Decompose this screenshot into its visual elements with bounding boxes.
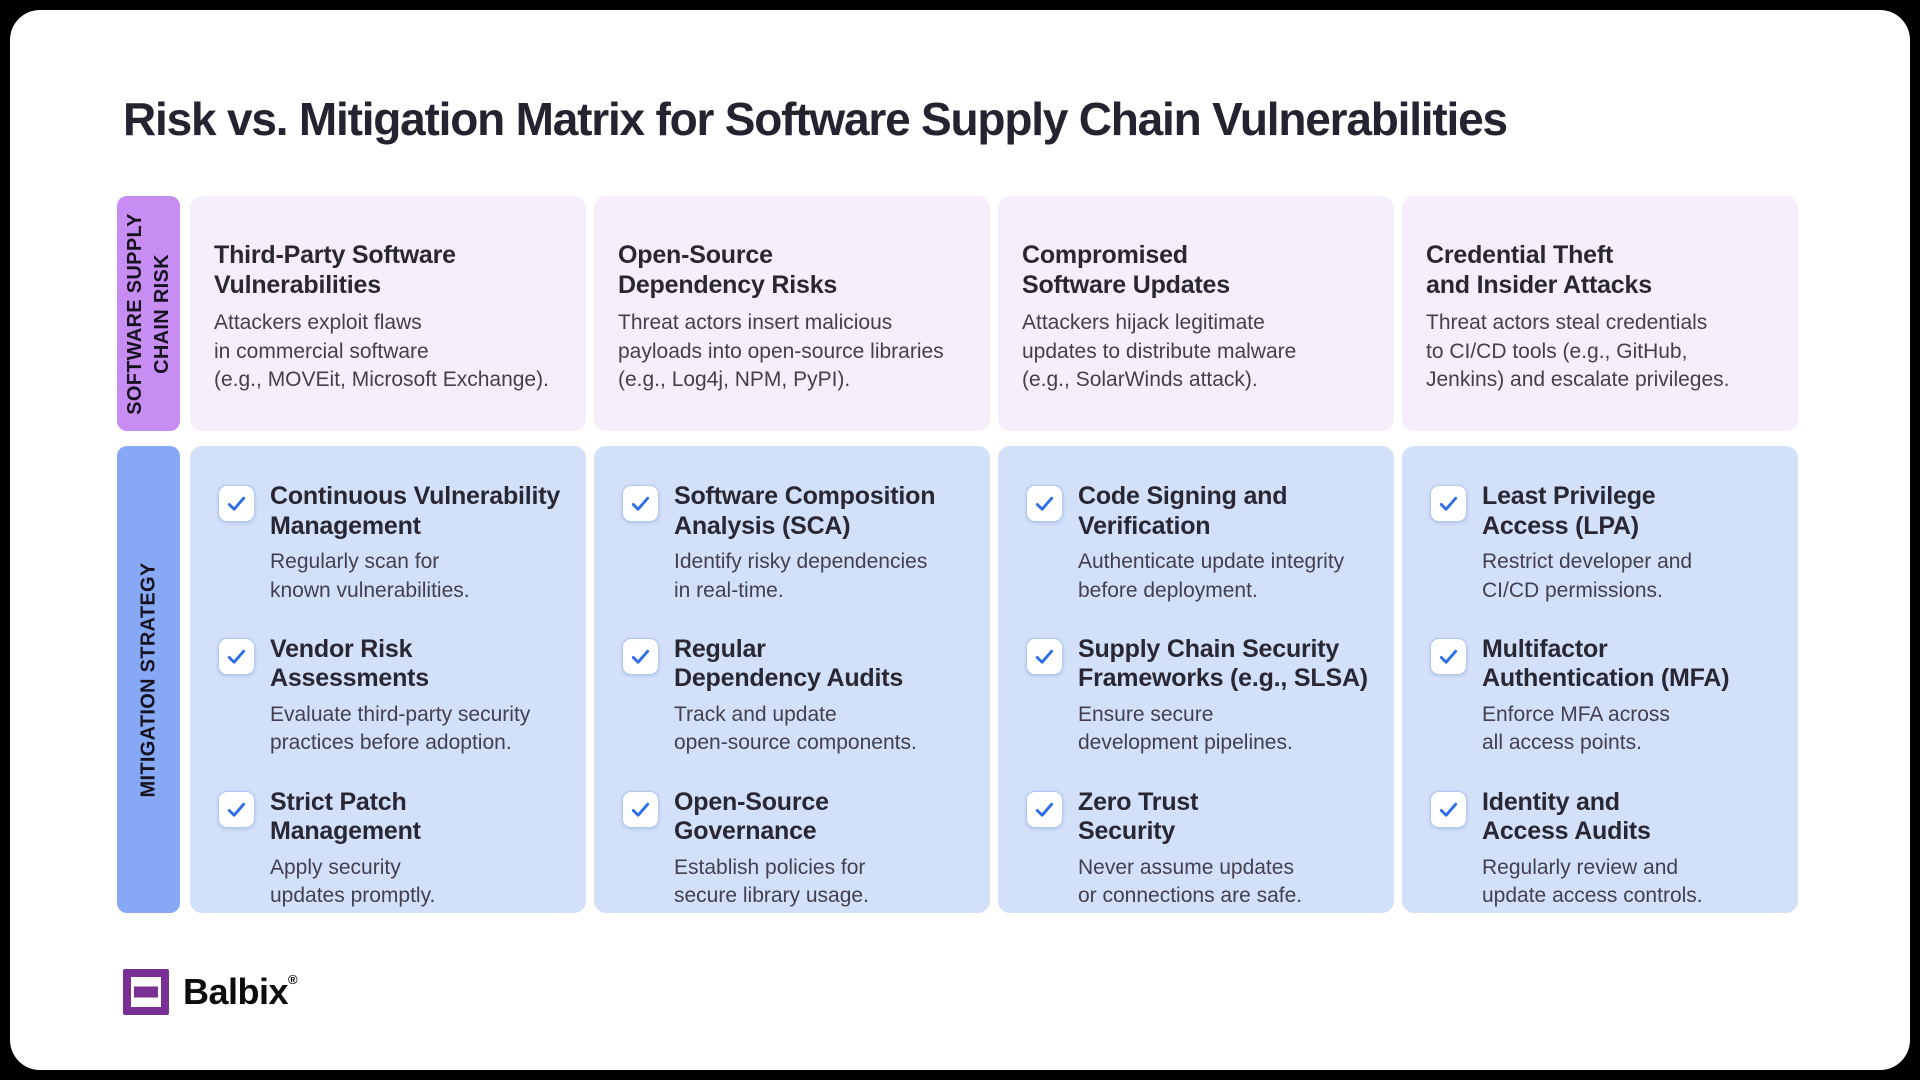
mitigation-item: Continuous Vulnerability Management Regu… bbox=[218, 482, 568, 605]
mitigation-item: Zero Trust Security Never assume updates… bbox=[1026, 788, 1376, 911]
mitigation-item-body: Evaluate third-party security practices … bbox=[270, 702, 531, 755]
checkbox[interactable] bbox=[1026, 485, 1063, 523]
footer: Balbix® bbox=[123, 969, 1805, 1016]
mitigation-item-body: Authenticate update integrity before dep… bbox=[1078, 550, 1345, 602]
mitigation-item-title: Least Privilege Access (LPA) bbox=[1482, 482, 1656, 540]
mitigation-item-body: Establish policies for secure library us… bbox=[674, 855, 869, 907]
risk-card-body: Threat actors insert malicious payloads … bbox=[618, 311, 944, 392]
mitigation-item: Regular Dependency Audits Track and upda… bbox=[622, 635, 972, 758]
risk-card-third-party: Third-Party Software Vulnerabilities Att… bbox=[190, 196, 586, 432]
mitigation-item: Code Signing and Verification Authentica… bbox=[1026, 482, 1376, 605]
mitigation-item: Software Composition Analysis (SCA) Iden… bbox=[622, 482, 972, 605]
check-icon bbox=[1035, 802, 1054, 817]
mitigation-item-title: Multifactor Authentication (MFA) bbox=[1482, 634, 1730, 693]
check-icon bbox=[227, 497, 246, 511]
risk-card-title: Compromised Software Updates bbox=[1022, 241, 1230, 299]
mitigation-item-title: Strict Patch Management bbox=[270, 787, 421, 846]
risk-card-title: Third-Party Software Vulnerabilities bbox=[214, 241, 456, 299]
mitigation-item-body: Track and update open-source components. bbox=[674, 702, 917, 755]
checkbox[interactable] bbox=[1430, 790, 1467, 828]
check-icon bbox=[1035, 497, 1054, 511]
mitigation-item-title: Regular Dependency Audits bbox=[674, 634, 904, 693]
mitigation-row: MITIGATION STRATEGY Continuous Vulnerabi… bbox=[117, 446, 1805, 914]
mitigation-item-body: Never assume updates or connections are … bbox=[1078, 855, 1303, 907]
brand-name: Balbix® bbox=[183, 971, 298, 1013]
check-icon bbox=[631, 649, 650, 664]
mitigation-item-title: Code Signing and Verification bbox=[1078, 482, 1288, 540]
brand-text: Balbix bbox=[183, 971, 289, 1013]
check-icon bbox=[631, 802, 650, 817]
balbix-logo-icon bbox=[123, 969, 169, 1016]
mitigation-item-title: Identity and Access Audits bbox=[1482, 787, 1651, 846]
checkbox[interactable] bbox=[218, 485, 255, 523]
mitigation-item-title: Open-Source Governance bbox=[674, 787, 829, 846]
mitigation-card-open-source: Software Composition Analysis (SCA) Iden… bbox=[594, 446, 990, 914]
check-icon bbox=[1439, 802, 1458, 817]
risk-row: SOFTWARE SUPPLY CHAIN RISK Third-Party S… bbox=[117, 196, 1805, 432]
check-icon bbox=[1035, 649, 1054, 664]
risk-row-label: SOFTWARE SUPPLY CHAIN RISK bbox=[123, 212, 173, 415]
mitigation-card-updates: Code Signing and Verification Authentica… bbox=[998, 446, 1394, 914]
risk-row-label-bar: SOFTWARE SUPPLY CHAIN RISK bbox=[117, 196, 180, 432]
mitigation-row-label: MITIGATION STRATEGY bbox=[137, 562, 159, 798]
mitigation-item-body: Ensure secure development pipelines. bbox=[1078, 702, 1293, 755]
mitigation-item-title: Supply Chain Security Frameworks (e.g., … bbox=[1078, 634, 1368, 693]
mitigation-item: Identity and Access Audits Regularly rev… bbox=[1430, 788, 1780, 911]
mitigation-item-title: Vendor Risk Assessments bbox=[270, 634, 430, 693]
mitigation-item-body: Regularly review and update access contr… bbox=[1482, 855, 1703, 907]
mitigation-item-body: Regularly scan for known vulnerabilities… bbox=[270, 550, 470, 602]
mitigation-card-third-party: Continuous Vulnerability Management Regu… bbox=[190, 446, 586, 914]
mitigation-item: Least Privilege Access (LPA) Restrict de… bbox=[1430, 482, 1780, 605]
checkbox[interactable] bbox=[1430, 485, 1467, 523]
mitigation-item: Open-Source Governance Establish policie… bbox=[622, 788, 972, 911]
checkbox[interactable] bbox=[622, 790, 659, 828]
risk-card-body: Attackers hijack legitimate updates to d… bbox=[1022, 311, 1297, 392]
checkbox[interactable] bbox=[622, 637, 659, 675]
mitigation-item-body: Restrict developer and CI/CD permissions… bbox=[1482, 550, 1693, 602]
checkbox[interactable] bbox=[1430, 637, 1467, 675]
mitigation-cards: Continuous Vulnerability Management Regu… bbox=[190, 446, 1798, 914]
mitigation-item-title: Zero Trust Security bbox=[1078, 787, 1199, 846]
checkbox[interactable] bbox=[622, 485, 659, 523]
check-icon bbox=[227, 649, 246, 664]
mitigation-item-title: Continuous Vulnerability Management bbox=[270, 482, 561, 540]
mitigation-item-body: Identify risky dependencies in real-time… bbox=[674, 550, 928, 602]
risk-card-credential-theft: Credential Theft and Insider Attacks Thr… bbox=[1402, 196, 1798, 432]
balbix-logo-bar bbox=[134, 986, 158, 998]
registered-mark: ® bbox=[288, 972, 298, 988]
mitigation-card-credentials: Least Privilege Access (LPA) Restrict de… bbox=[1402, 446, 1798, 914]
mitigation-item: Supply Chain Security Frameworks (e.g., … bbox=[1026, 635, 1376, 758]
checkbox[interactable] bbox=[1026, 637, 1063, 675]
mitigation-item-body: Enforce MFA across all access points. bbox=[1482, 702, 1670, 755]
checkbox[interactable] bbox=[1026, 790, 1063, 828]
mitigation-row-label-bar: MITIGATION STRATEGY bbox=[117, 446, 180, 914]
mitigation-item: Vendor Risk Assessments Evaluate third-p… bbox=[218, 635, 568, 758]
page-title: Risk vs. Mitigation Matrix for Software … bbox=[123, 93, 1508, 145]
mitigation-item-body: Apply security updates promptly. bbox=[270, 855, 436, 907]
poster-content: Risk vs. Mitigation Matrix for Software … bbox=[10, 10, 1910, 1016]
check-icon bbox=[227, 802, 246, 817]
check-icon bbox=[1439, 649, 1458, 664]
mitigation-item: Multifactor Authentication (MFA) Enforce… bbox=[1430, 635, 1780, 758]
poster-frame: Risk vs. Mitigation Matrix for Software … bbox=[10, 10, 1910, 1070]
check-icon bbox=[631, 497, 650, 511]
risk-card-body: Attackers exploit flaws in commercial so… bbox=[214, 311, 549, 392]
checkbox[interactable] bbox=[218, 790, 255, 828]
checkbox[interactable] bbox=[218, 637, 255, 675]
mitigation-item: Strict Patch Management Apply security u… bbox=[218, 788, 568, 911]
risk-cards: Third-Party Software Vulnerabilities Att… bbox=[190, 196, 1798, 432]
risk-card-compromised-updates: Compromised Software Updates Attackers h… bbox=[998, 196, 1394, 432]
check-icon bbox=[1439, 497, 1458, 511]
risk-card-body: Threat actors steal credentials to CI/CD… bbox=[1426, 311, 1730, 392]
risk-card-title: Credential Theft and Insider Attacks bbox=[1426, 241, 1652, 299]
risk-card-open-source: Open-Source Dependency Risks Threat acto… bbox=[594, 196, 990, 432]
risk-card-title: Open-Source Dependency Risks bbox=[618, 241, 838, 299]
mitigation-item-title: Software Composition Analysis (SCA) bbox=[674, 482, 936, 540]
